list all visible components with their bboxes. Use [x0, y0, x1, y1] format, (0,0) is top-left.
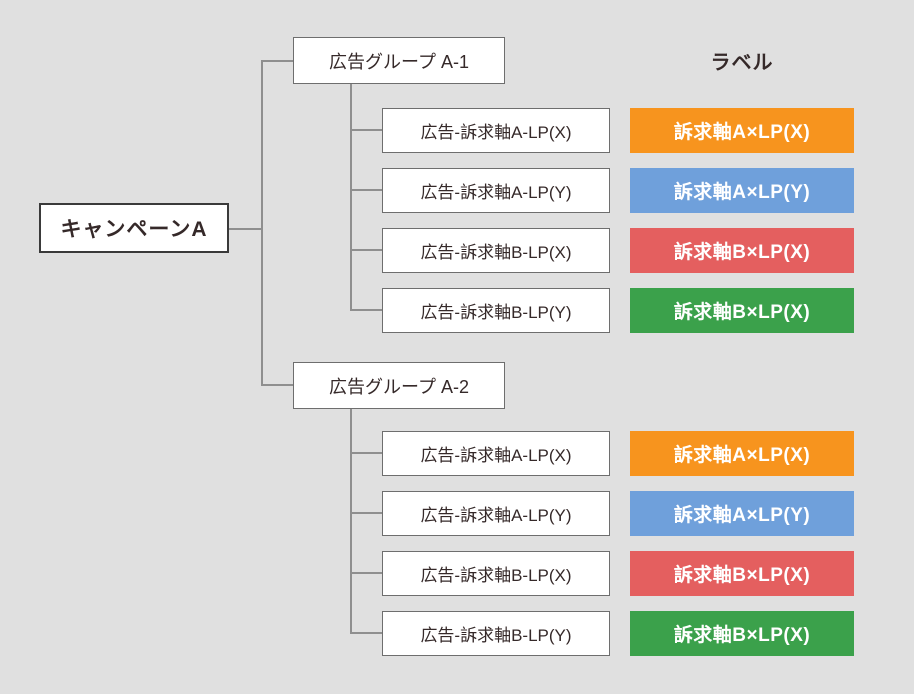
connector-group1-ad2-stub	[350, 189, 382, 191]
ad-node: 広告-訴求軸A-LP(Y)	[382, 168, 610, 213]
ad-node: 広告-訴求軸A-LP(X)	[382, 431, 610, 476]
ad-label: 広告-訴求軸A-LP(X)	[420, 123, 572, 142]
ad-label: 広告-訴求軸A-LP(X)	[420, 446, 572, 465]
ad-group-node-a2: 広告グループ A-2	[293, 362, 505, 409]
ad-label: 広告-訴求軸A-LP(Y)	[420, 506, 572, 525]
connector-group2-ad1-stub	[350, 452, 382, 454]
connector-campaign-stub	[228, 228, 262, 230]
ad-group-label: 広告グループ A-2	[329, 376, 469, 397]
connector-group2-ad4-stub	[350, 632, 382, 634]
ad-node: 広告-訴求軸A-LP(X)	[382, 108, 610, 153]
ad-group-label: 広告グループ A-1	[329, 51, 469, 72]
connector-campaign-trunk	[261, 60, 263, 385]
ad-label: 広告-訴求軸B-LP(X)	[420, 243, 572, 262]
label-badge: 訴求軸B×LP(X)	[630, 228, 854, 273]
ad-label: 広告-訴求軸A-LP(Y)	[420, 183, 572, 202]
label-badge: 訴求軸A×LP(Y)	[630, 168, 854, 213]
connector-group1-ad3-stub	[350, 249, 382, 251]
label-badge: 訴求軸B×LP(X)	[630, 551, 854, 596]
ad-node: 広告-訴求軸B-LP(X)	[382, 551, 610, 596]
connector-group2-ad2-stub	[350, 512, 382, 514]
connector-group1-ads-trunk	[350, 83, 352, 310]
campaign-node: キャンペーンA	[39, 203, 229, 253]
ad-group-node-a1: 広告グループ A-1	[293, 37, 505, 84]
labels-column-header: ラベル	[710, 51, 774, 74]
connector-group1-ad1-stub	[350, 129, 382, 131]
ad-label: 広告-訴求軸B-LP(Y)	[420, 303, 572, 322]
ad-label: 広告-訴求軸B-LP(X)	[420, 566, 572, 585]
ad-node: 広告-訴求軸B-LP(Y)	[382, 611, 610, 656]
ad-node: 広告-訴求軸A-LP(Y)	[382, 491, 610, 536]
label-badge: 訴求軸A×LP(X)	[630, 108, 854, 153]
connector-group2-ad3-stub	[350, 572, 382, 574]
label-badge: 訴求軸B×LP(X)	[630, 611, 854, 656]
ad-node: 広告-訴求軸B-LP(Y)	[382, 288, 610, 333]
label-badge: 訴求軸A×LP(X)	[630, 431, 854, 476]
connector-group2-ads-trunk	[350, 408, 352, 633]
label-badge: 訴求軸B×LP(X)	[630, 288, 854, 333]
ad-node: 広告-訴求軸B-LP(X)	[382, 228, 610, 273]
connector-group1-stub	[261, 60, 294, 62]
connector-group1-ad4-stub	[350, 309, 382, 311]
ad-label: 広告-訴求軸B-LP(Y)	[420, 626, 572, 645]
label-badge: 訴求軸A×LP(Y)	[630, 491, 854, 536]
connector-group2-stub	[261, 384, 294, 386]
campaign-label: キャンペーンA	[60, 218, 208, 241]
